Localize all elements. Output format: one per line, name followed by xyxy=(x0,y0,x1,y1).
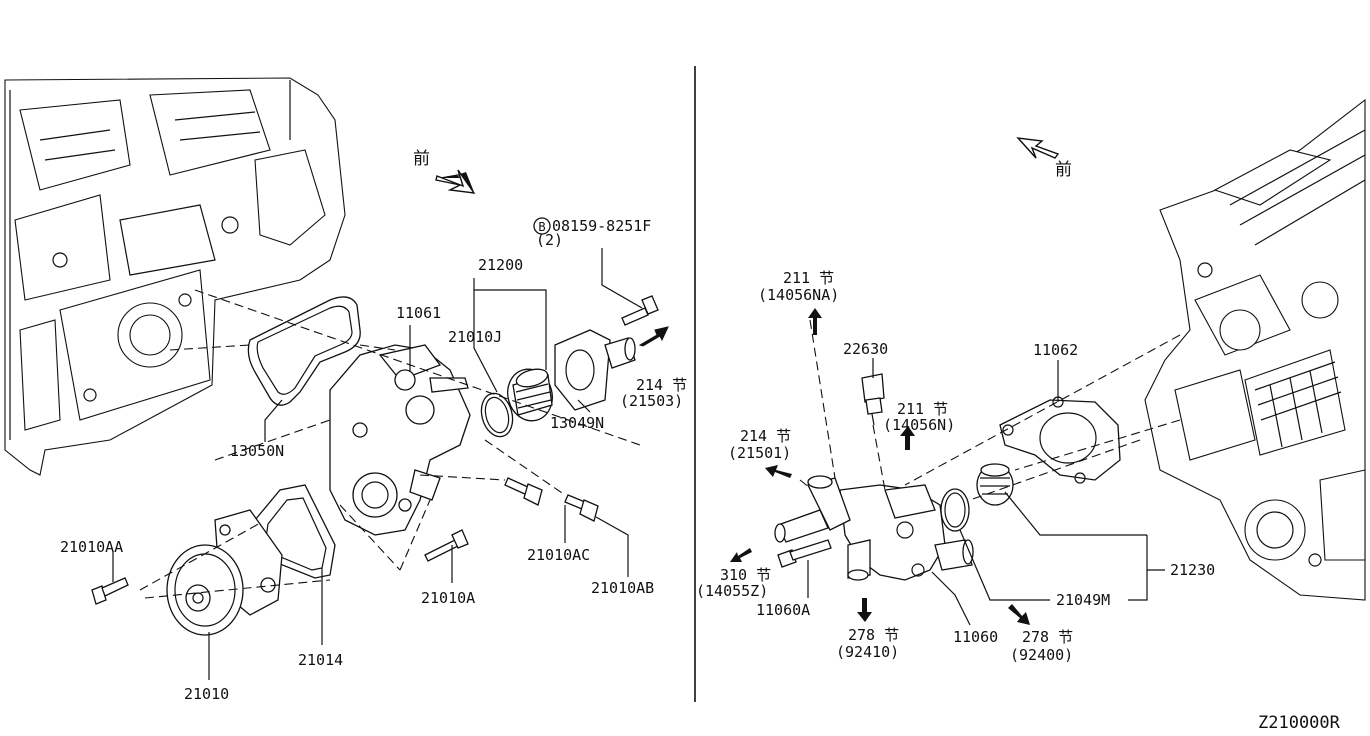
label-211-section-a: 211 节 xyxy=(783,269,834,287)
engine-block-right xyxy=(1144,98,1366,601)
label-92410: (92410) xyxy=(836,643,899,661)
label-21501: (21501) xyxy=(728,444,791,462)
gasket-13050n xyxy=(247,296,361,406)
label-21049m: 21049M xyxy=(1056,591,1110,609)
thermostat-21230 xyxy=(976,463,1014,506)
label-21010ac: 21010AC xyxy=(527,546,590,564)
front-label-left: 前 xyxy=(413,149,430,169)
diagram-code: Z210000R xyxy=(1258,713,1341,733)
label-11062: 11062 xyxy=(1033,341,1078,359)
label-11060: 11060 xyxy=(953,628,998,646)
label-278-section-b: 278 节 xyxy=(1022,628,1073,646)
label-21230: 21230 xyxy=(1170,561,1215,579)
label-21014: 21014 xyxy=(298,651,343,669)
flow-arrow-icon xyxy=(730,308,1030,625)
label-14055z: (14055Z) xyxy=(696,582,768,600)
sensor-22630 xyxy=(861,373,885,426)
label-21010j: 21010J xyxy=(448,328,502,346)
label-21200: 21200 xyxy=(478,256,523,274)
label-21010ab: 21010AB xyxy=(591,579,654,597)
bolt-21010ab xyxy=(564,494,599,522)
label-214-section-right: 214 节 xyxy=(740,427,791,445)
front-direction-arrow-icon xyxy=(1016,137,1060,159)
gasket-11062 xyxy=(999,399,1121,481)
label-211-section-b: 211 节 xyxy=(897,400,948,418)
bolt-marker-b-icon: B xyxy=(533,217,551,235)
label-qty-2: (2) xyxy=(536,231,563,249)
front-label-right: 前 xyxy=(1055,160,1072,180)
label-22630: 22630 xyxy=(843,340,888,358)
label-21010a: 21010A xyxy=(421,589,475,607)
label-14056na: (14056NA) xyxy=(758,286,839,304)
thermostat-21200 xyxy=(507,368,553,422)
label-13050n: 13050N xyxy=(230,442,284,460)
bolt-marker-text: B xyxy=(538,220,545,234)
label-11060a: 11060A xyxy=(756,601,810,619)
label-08159-8251f: 08159-8251F xyxy=(552,217,651,235)
label-11061: 11061 xyxy=(396,304,441,322)
label-21010aa: 21010AA xyxy=(60,538,123,556)
label-278-section-a: 278 节 xyxy=(848,626,899,644)
bolt-08159-8251f xyxy=(621,295,659,326)
water-inlet-13049n xyxy=(554,329,636,411)
bolt-21010aa xyxy=(91,577,129,605)
label-310-section: 310 节 xyxy=(720,566,771,584)
bolt-21010ac xyxy=(504,477,543,506)
front-direction-arrow-icon xyxy=(435,169,476,194)
water-outlet-housing-11061 xyxy=(329,344,471,536)
label-214-section: 214 节 xyxy=(636,376,687,394)
label-92400: (92400) xyxy=(1010,646,1073,664)
label-14056n: (14056N) xyxy=(883,416,955,434)
water-outlet-housing-11060 xyxy=(774,475,974,581)
flow-arrow-icon xyxy=(638,326,669,347)
bolt-11060a xyxy=(777,539,832,568)
bolt-21010a xyxy=(424,529,469,562)
label-21010: 21010 xyxy=(184,685,229,703)
engine-block-left xyxy=(4,77,346,476)
label-21503: (21503) xyxy=(620,392,683,410)
label-13049n: 13049N xyxy=(550,414,604,432)
water-pump-21010 xyxy=(166,509,283,636)
